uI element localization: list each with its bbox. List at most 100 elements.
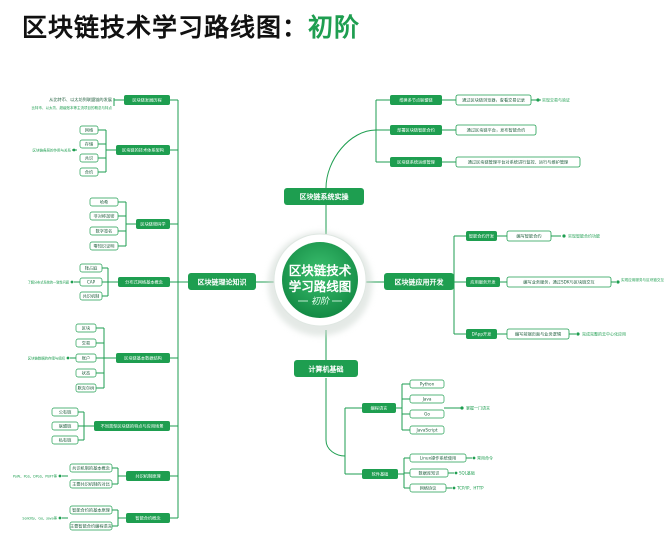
type-public: 公有链 <box>51 407 79 417</box>
lang-go-text: Go <box>424 412 430 417</box>
consensus-basic: 共识机制的基本概念 <box>69 463 113 473</box>
left-sub-1-label: 区块链发展历程 <box>132 97 162 104</box>
top-sub-2[interactable]: 部署区块链智能合约 <box>390 125 442 135</box>
right-sub-3-box-text: 编写前端页面与业务逻辑 <box>515 331 561 338</box>
left-sub-6-label: 不同类型区块链的特点与应用场景 <box>101 423 164 430</box>
right-sub-2[interactable]: 应用服务开发 <box>466 277 500 287</box>
center-title-line1: 区块链技术 <box>289 263 352 278</box>
top-sub-3[interactable]: 区块链系统运维管理 <box>390 157 442 167</box>
contract-basic-text: 智能合约的基本原理 <box>72 507 111 514</box>
main-branch-top-label: 区块链系统实操 <box>300 192 350 201</box>
right-sub-1-box: 编写智能合约 <box>506 230 552 242</box>
right-sub-2-leaf: 实现应用服务与区块链交互 <box>621 277 665 282</box>
arch-consensus-text: 共识 <box>85 155 93 162</box>
right-sub-3-leaf: 完成完整的去中心化应用 <box>582 331 626 337</box>
right-sub-1-leaf: 实现智能合约功能 <box>568 233 600 239</box>
ds-block: 区块 <box>75 323 97 333</box>
center-node: 区块链技术 学习路线图 初阶 <box>268 232 372 336</box>
main-branch-right[interactable]: 区块链应用开发 <box>384 273 454 290</box>
arch-consensus: 共识 <box>79 153 99 163</box>
left-branch-links <box>62 98 188 527</box>
crypto-zkp-text: 零知识证明 <box>94 243 115 250</box>
right-sub-3[interactable]: DApp开发 <box>466 329 497 339</box>
top-sub-1-box: 通过区块链浏览器，查看交易记录 <box>455 94 532 106</box>
crypto-sign-text: 数字签名 <box>96 228 113 235</box>
sw-database-leaf: SQL基础 <box>459 470 475 476</box>
left-sub-6[interactable]: 不同类型区块链的特点与应用场景 <box>94 421 170 431</box>
main-branch-bottom[interactable]: 计算机基础 <box>294 360 358 377</box>
contract-lang: 主要智能合约编程语言 <box>69 521 113 531</box>
right-sub-1-box-text: 编写智能合约 <box>516 233 541 240</box>
crypto-zkp: 零知识证明 <box>89 241 119 251</box>
left-sub-3-label: 区块链密码学 <box>140 221 165 228</box>
left-sub-7[interactable]: 共识机制原理 <box>126 471 170 481</box>
main-branch-left[interactable]: 区块链理论知识 <box>188 273 256 290</box>
right-sub-2-label: 应用服务开发 <box>470 279 496 286</box>
right-branch-links <box>453 235 616 335</box>
arch-network: 网络 <box>79 125 99 135</box>
lang-java-text: Java <box>422 397 432 402</box>
ds-tx-text: 交易 <box>82 340 90 347</box>
type-consortium: 联盟链 <box>51 421 79 431</box>
page-title: 区块链技术学习路线图：初阶 <box>22 8 360 44</box>
main-branch-left-label: 区块链理论知识 <box>198 278 247 287</box>
sw-database-text: 数据库知识 <box>419 470 440 477</box>
center-stage: 初阶 <box>311 296 330 307</box>
title-main: 区块链技术学习路线图： <box>22 13 309 42</box>
arch-contract: 合约 <box>79 167 99 177</box>
top-sub-2-label: 部署区块链智能合约 <box>397 127 435 134</box>
title-stage: 初阶 <box>308 13 361 42</box>
lang-python: Python <box>409 379 445 389</box>
bottom-sub-1-label: 编程语言 <box>371 405 388 412</box>
left-sub-8[interactable]: 智能合约概念 <box>126 513 170 523</box>
sw-network: 网络协议 <box>409 483 447 493</box>
sw-database: 数据库知识 <box>409 468 449 478</box>
bottom-sub-1-leaf: 掌握一门语言 <box>466 405 490 411</box>
top-sub-1-box-text: 通过区块链浏览器，查看交易记录 <box>462 97 525 104</box>
left-sub-8-leaf: Solidity、Go、Java等 <box>22 516 57 521</box>
dist-cap-text: CAP <box>87 280 96 285</box>
consensus-basic-text: 共识机制的基本概念 <box>72 465 111 472</box>
sw-linux-leaf: 常用命令 <box>477 455 493 461</box>
left-sub-8-label: 智能合约概念 <box>135 515 161 522</box>
top-sub-2-box: 通过区块链平台，发布智能合约 <box>455 124 537 136</box>
consensus-compare-text: 主要共识机制的对比 <box>72 481 110 488</box>
right-sub-1[interactable]: 智能合约开发 <box>466 231 497 241</box>
bottom-sub-2[interactable]: 软件基础 <box>362 469 398 479</box>
main-branch-bottom-label: 计算机基础 <box>309 365 344 374</box>
left-sub-2-label: 区块链的技术体系架构 <box>122 147 164 154</box>
sw-network-text: 网络协议 <box>420 485 438 492</box>
right-sub-2-box: 编写业务服务，通过SDK与区块链交互 <box>506 276 612 288</box>
right-sub-3-box: 编写前端页面与业务逻辑 <box>506 328 570 340</box>
left-sub-7-label: 共识机制原理 <box>135 473 161 480</box>
main-branch-right-label: 区块链应用开发 <box>395 278 445 287</box>
ds-state: 状态 <box>75 368 97 378</box>
ds-tx: 交易 <box>75 338 97 348</box>
arch-network-text: 网络 <box>85 127 94 134</box>
top-sub-1[interactable]: 搭建多节点联盟链 <box>390 95 442 105</box>
bottom-branch-links <box>325 378 472 489</box>
dist-byzantine-text: 拜占庭 <box>85 265 98 272</box>
right-sub-2-box-text: 编写业务服务，通过SDK与区块链交互 <box>523 279 594 286</box>
center-title-line2: 学习路线图 <box>289 279 352 294</box>
ds-block-text: 区块 <box>82 325 91 332</box>
lang-java: Java <box>409 394 445 404</box>
left-sub-4[interactable]: 分布式网络基本概念 <box>118 277 170 287</box>
right-sub-1-label: 智能合约开发 <box>469 233 495 240</box>
main-branch-top[interactable]: 区块链系统实操 <box>284 188 364 205</box>
left-sub-1[interactable]: 区块链发展历程 <box>124 95 170 105</box>
lang-python-text: Python <box>420 382 435 387</box>
left-sub-2[interactable]: 区块链的技术体系架构 <box>116 145 170 155</box>
type-public-text: 公有链 <box>59 409 72 416</box>
crypto-asym: 非对称加密 <box>89 211 119 221</box>
left-sub-4-label: 分布式网络基本概念 <box>125 279 164 286</box>
bottom-sub-1[interactable]: 编程语言 <box>362 403 396 413</box>
left-sub-1-item-1: 从比特币、以太坊到联盟链的发展 <box>49 96 113 103</box>
top-sub-3-box: 通过区块链管理平台对系统进行监控、运行与维护管理 <box>455 156 581 168</box>
crypto-sign: 数字签名 <box>89 226 119 236</box>
lang-javascript-text: JavaScript <box>416 428 438 433</box>
left-sub-3[interactable]: 区块链密码学 <box>136 219 170 229</box>
contract-basic: 智能合约的基本原理 <box>69 505 113 515</box>
left-sub-5[interactable]: 区块链基本数据结构 <box>116 353 170 363</box>
ds-merkle: 默克尔树 <box>75 383 97 393</box>
